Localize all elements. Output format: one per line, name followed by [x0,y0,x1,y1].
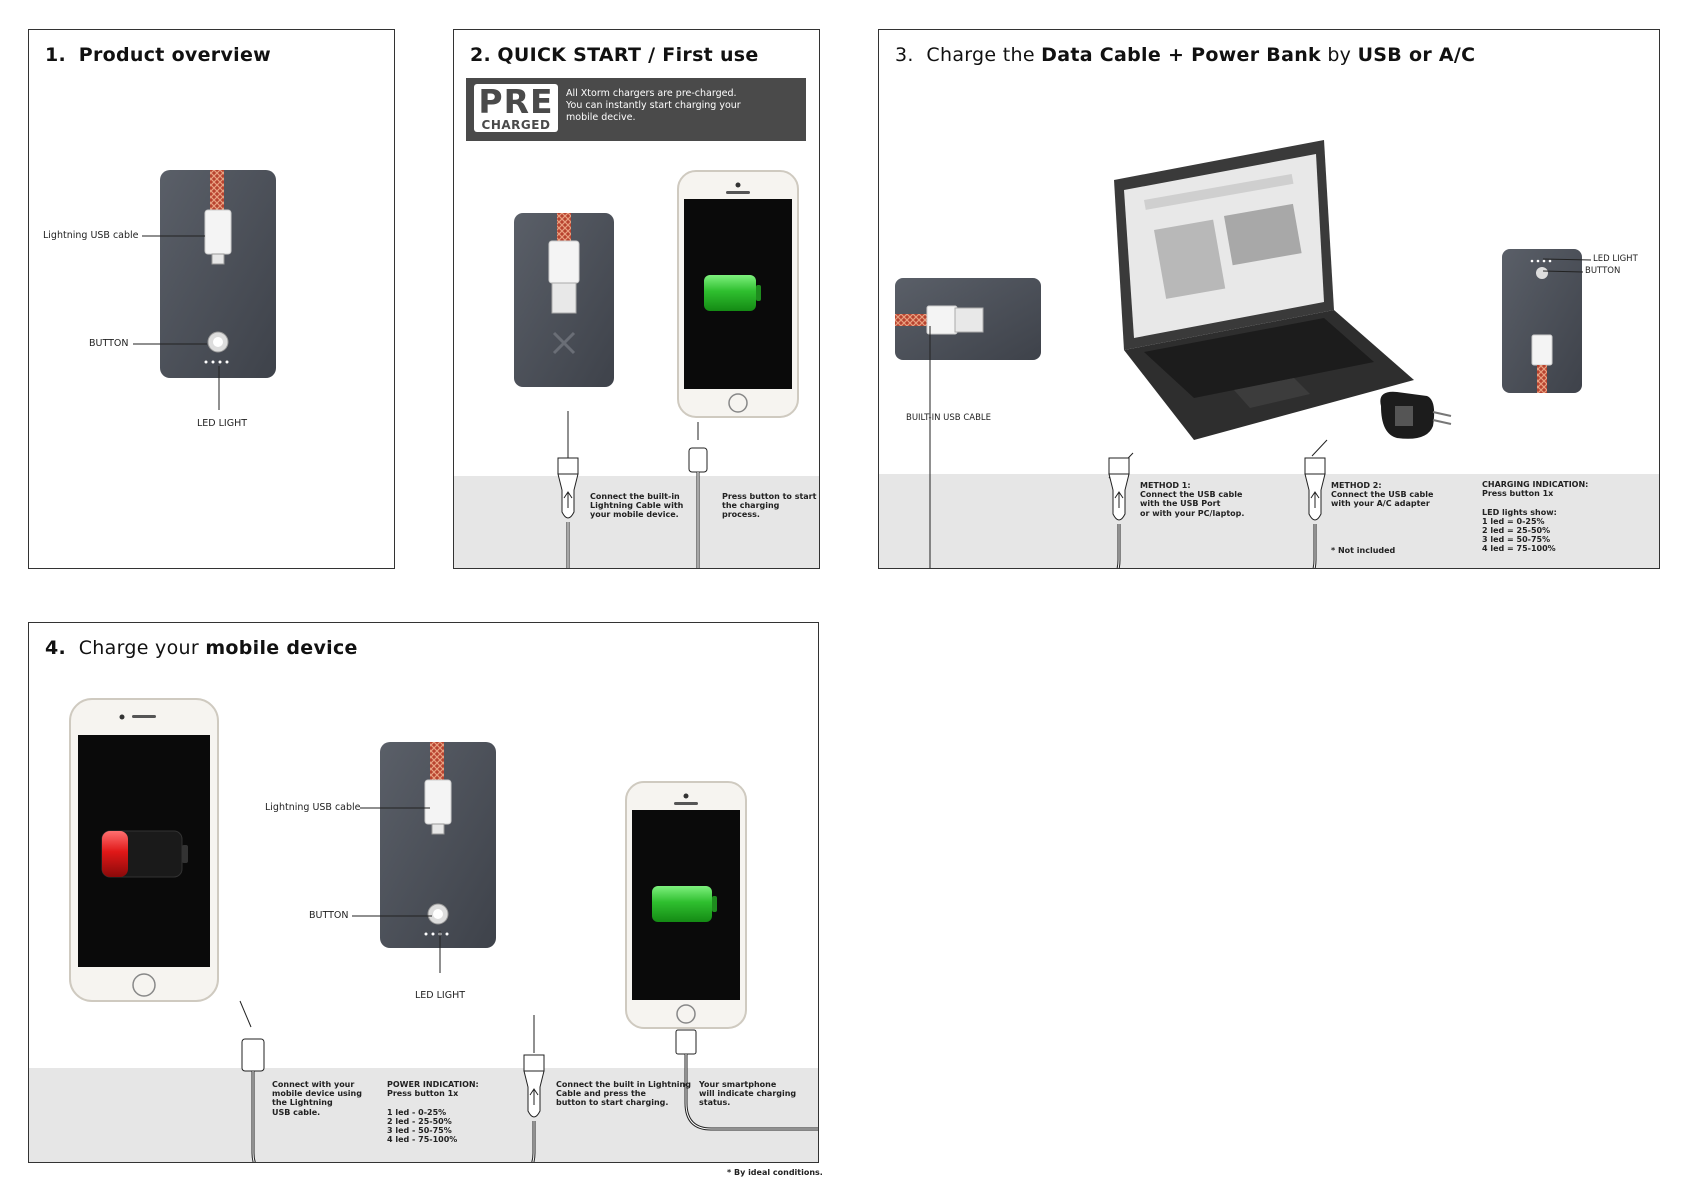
laptop-icon [1114,140,1414,440]
panel-title: 1. Product overview [45,44,271,66]
callout-lines [133,235,220,410]
caption-not-included: * Not included [1331,546,1396,555]
panel-charge-mobile: 4. Charge your mobile device [28,622,819,1163]
title-number: 2. [470,44,492,66]
power-bank-icon [514,213,614,387]
power-bank-icon [380,742,496,948]
phone-charging-icon [625,781,747,1029]
title-pre: Charge your [78,637,199,659]
title-text: QUICK START / First use [497,44,759,66]
label-builtin-cable: BUILT-IN USB CABLE [906,413,992,423]
pre-word: PRE [478,82,554,121]
caption-charging-indication: CHARGING INDICATION: Press button 1x LED… [1482,480,1589,554]
title-bold-product: Data Cable + Power Bank [1041,44,1321,66]
precharged-text: All Xtorm chargers are pre-charged. You … [566,88,741,123]
panel-title: 2. QUICK START / First use [470,44,759,66]
caption-connect-lightning: Connect the built in Lightning Cable and… [556,1080,691,1108]
panel-quick-start: 2. QUICK START / First use PRE CHARGED A… [453,29,820,569]
precharged-badge: PRE CHARGED [474,84,558,132]
cable-diagram [929,258,1592,568]
label-led-light: LED LIGHT [415,990,466,1001]
caption-connect-mobile: Connect with your mobile device using th… [272,1080,362,1117]
power-bank-icon [160,170,276,378]
footnote-ideal-conditions: * By ideal conditions. [727,1168,823,1177]
precharged-banner: PRE CHARGED All Xtorm chargers are pre-c… [466,78,806,141]
power-bank-icon [1502,249,1582,393]
pre-sub: CHARGED [481,118,551,132]
title-number: 4. [45,637,67,659]
ac-adapter-icon [1380,391,1452,439]
title-bold: mobile device [205,637,358,659]
title-bold-source: USB or A/C [1357,44,1476,66]
cable-diagram [557,411,708,568]
title-mid: by [1327,44,1352,66]
caption-bar [879,474,1659,568]
caption-smartphone-status: Your smartphone will indicate charging s… [699,1080,797,1108]
caption-method-1: METHOD 1: Connect the USB cable with the… [1140,481,1245,518]
phone-icon [677,170,799,418]
label-button: BUTTON [89,338,129,349]
caption-connect-cable: Connect the built-in Lightning Cable wit… [590,492,684,520]
label-lightning-cable: Lightning USB cable [43,230,139,241]
title-text: Product overview [78,44,272,66]
label-lightning-cable: Lightning USB cable [265,802,361,813]
panel-title: 3. Charge the Data Cable + Power Bank by… [895,44,1475,66]
label-button: BUTTON [309,910,349,921]
panel-product-overview: 1. Product overview Lightning USB cable … [28,29,395,569]
title-pre: Charge the [926,44,1035,66]
power-bank-side-icon [895,278,1041,360]
caption-method-2: METHOD 2: Connect the USB cable with you… [1331,481,1434,509]
label-led-light: LED LIGHT [197,418,248,429]
title-number: 1. [45,44,67,66]
phone-low-battery-icon [69,698,219,1002]
panel-charge-powerbank: 3. Charge the Data Cable + Power Bank by… [878,29,1660,569]
cable-diagram [239,807,818,1162]
label-led-light: LED LIGHT [1593,254,1638,264]
caption-press-button: Press button to start the charging proce… [722,492,817,520]
caption-power-indication: POWER INDICATION: Press button 1x 1 led … [387,1080,479,1145]
panel-title: 4. Charge your mobile device [45,637,358,659]
label-button: BUTTON [1585,266,1621,276]
caption-bar [454,476,819,568]
title-number: 3. [895,44,914,66]
